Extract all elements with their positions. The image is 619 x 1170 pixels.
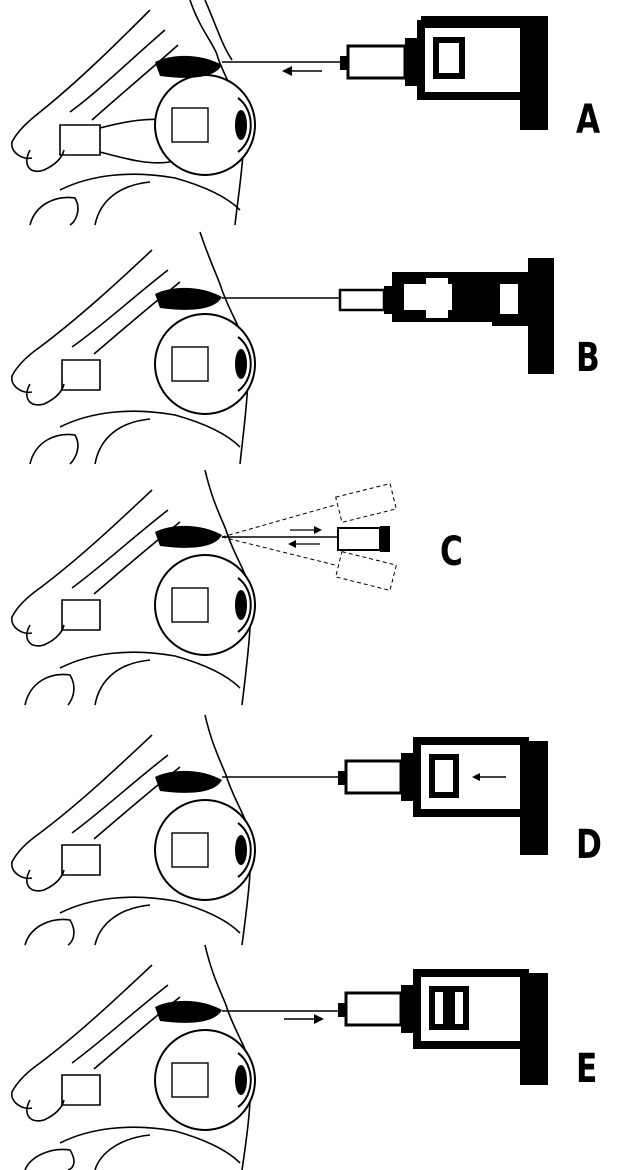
eye-orbit-illustration — [0, 715, 619, 945]
syringe — [340, 16, 548, 130]
syringe — [340, 258, 554, 374]
panel-label: B — [576, 338, 600, 378]
syringe — [338, 739, 548, 855]
panel-label: E — [576, 1049, 597, 1089]
panel-a: A — [0, 0, 619, 225]
syringe — [338, 973, 548, 1085]
syringe — [338, 526, 390, 552]
target-tissue — [155, 771, 222, 793]
panel-b: B — [0, 232, 619, 464]
panel-label: A — [576, 100, 600, 140]
needle-arrow — [284, 1014, 324, 1024]
target-tissue — [155, 1001, 222, 1023]
panel-label: D — [576, 825, 602, 865]
eye-orbit-illustration — [0, 0, 619, 225]
target-tissue — [155, 526, 222, 548]
eye-orbit-illustration — [0, 945, 619, 1170]
panel-label: C — [440, 532, 463, 572]
eye-orbit-illustration — [0, 470, 619, 705]
panel-e: E — [0, 945, 619, 1170]
panel-d: D — [0, 715, 619, 945]
eyeball — [155, 75, 255, 175]
eye-orbit-illustration — [0, 232, 619, 464]
needle-arrow — [282, 66, 322, 76]
panel-c: C — [0, 470, 619, 705]
target-tissue — [155, 288, 222, 310]
